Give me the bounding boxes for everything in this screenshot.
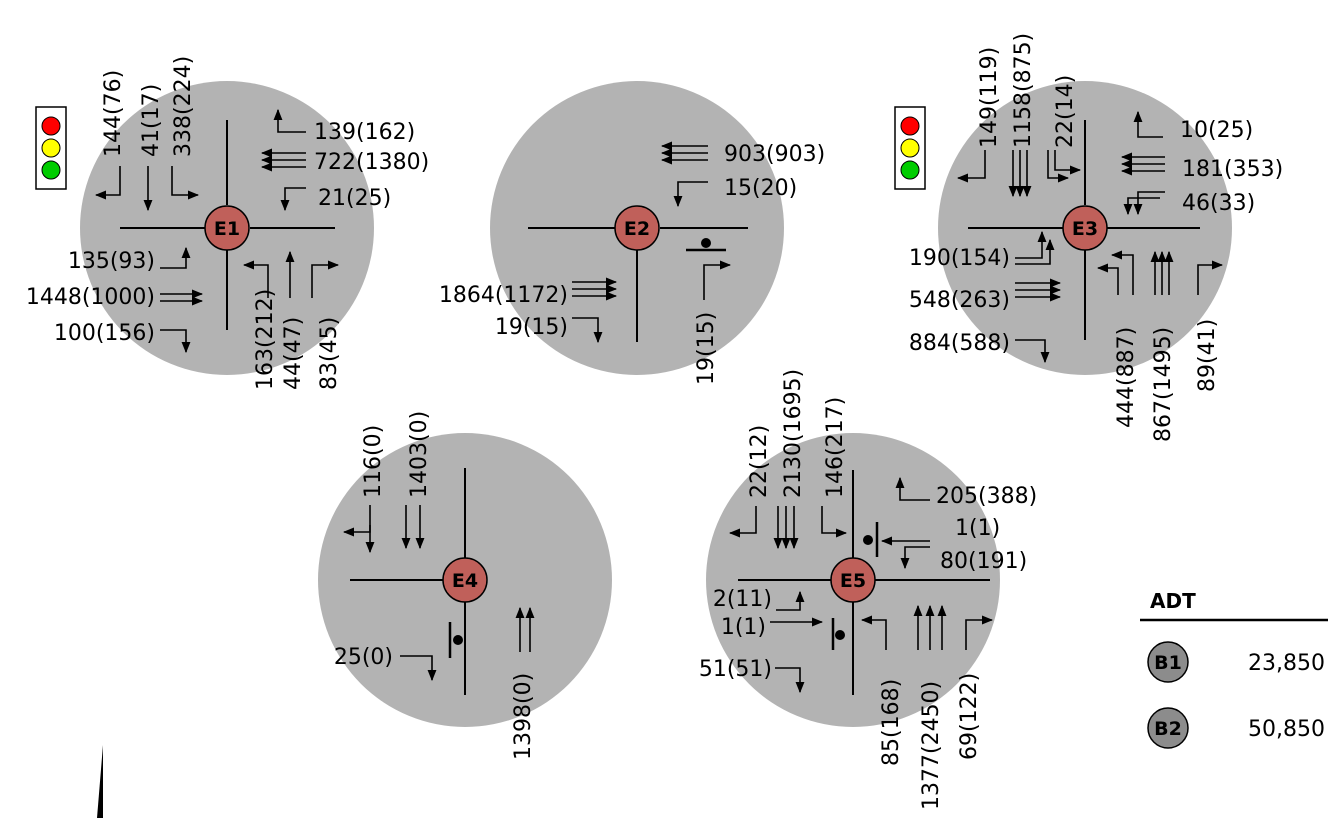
e2-stop-control-icon [686, 238, 726, 252]
e3-wb-right-volume: 46(33) [1182, 191, 1255, 216]
e2-node [614, 205, 660, 251]
e3-nb-right-volume: 89(41) [1195, 319, 1220, 392]
intersection-e1: E1 144(76) 41(17) 338(224) 139(162) 722(… [26, 56, 429, 390]
e4-sb-left-volume: 116(0) [361, 425, 386, 498]
e5-wb-right-volume: 80(191) [940, 549, 1027, 574]
e5-sb-through-volume: 2130(1695) [781, 369, 806, 498]
e1-sb-right-volume: 338(224) [171, 56, 196, 157]
e1-nb-through-volume: 44(47) [281, 317, 306, 390]
e1-node [204, 205, 250, 251]
e2-northbound-arrows-icon [703, 260, 732, 300]
e5-eastbound-arrows-icon [770, 590, 824, 694]
e5-eb-left-volume: 2(11) [713, 587, 772, 612]
adt-node-b2-label: B2 [1154, 718, 1182, 740]
e5-westbound-arrows-icon [880, 476, 930, 570]
e5-sb-left-volume: 22(12) [747, 425, 772, 498]
e3-node [1062, 205, 1108, 251]
e5-node [830, 557, 876, 603]
e5-wb-left-volume: 205(388) [936, 484, 1037, 509]
adt-node-b1-label: B1 [1154, 652, 1182, 674]
e3-sb-through-volume: 1158(875) [1011, 33, 1036, 148]
e2-nb-right-volume: 19(15) [694, 312, 719, 385]
e4-node [442, 557, 488, 603]
e1-traffic-signal-icon [35, 106, 67, 190]
e4-sb-through-volume: 1403(0) [407, 411, 432, 498]
intersection-e2: E2 903(903) 15(20) 1864(1172) 19(15) 19(… [439, 81, 825, 385]
e5-sb-right-volume: 146(217) [823, 397, 848, 498]
e1-westbound-arrows-icon [260, 108, 306, 212]
north-arrow-icon [97, 745, 103, 818]
e3-wb-through-volume: 181(353) [1182, 157, 1283, 182]
e1-nb-left-volume: 163(212) [253, 289, 278, 390]
e5-node-label: E5 [840, 570, 866, 592]
e2-eb-through-volume: 1864(1172) [439, 283, 568, 308]
e2-eastbound-arrows-icon [572, 277, 618, 344]
e1-eb-through-volume: 1448(1000) [26, 285, 155, 310]
e3-traffic-signal-icon [894, 106, 926, 190]
e1-wb-through-volume: 722(1380) [314, 150, 429, 175]
e4-node-label: E4 [452, 570, 478, 592]
e1-eb-left-volume: 135(93) [68, 249, 155, 274]
e1-eastbound-arrows-icon [160, 246, 204, 354]
e3-sb-left-volume: 149(119) [977, 47, 1002, 148]
e5-eb-right-volume: 51(51) [699, 657, 772, 682]
e1-southbound-arrows-icon [94, 166, 200, 212]
e5-nb-through-volume: 1377(2450) [919, 681, 944, 810]
adt-legend: ADT B1 23,850 B2 50,850 [1140, 589, 1328, 749]
intersection-e4: E4 116(0) 1403(0) 25(0) 1398(0) [318, 411, 612, 760]
e4-stop-control-icon [448, 622, 463, 658]
e3-eb-right-volume: 884(588) [909, 331, 1010, 356]
e4-southbound-arrows-icon [342, 505, 425, 554]
e3-northbound-arrows-icon [1096, 250, 1224, 295]
e2-node-label: E2 [624, 218, 650, 240]
e4-nb-through-volume: 1398(0) [511, 673, 536, 760]
intersection-e3: E3 149(119) 1158(875) 22(14) 10(25) [894, 33, 1283, 442]
e2-westbound-arrows-icon [660, 141, 708, 208]
e5-wb-through-volume: 1(1) [955, 516, 1000, 541]
e3-wb-left-volume: 10(25) [1180, 118, 1253, 143]
adt-node-b2 [1147, 707, 1189, 749]
e5-nb-right-volume: 69(122) [957, 673, 982, 760]
e3-eb-through-volume: 548(263) [909, 288, 1010, 313]
e1-node-label: E1 [214, 218, 240, 240]
e3-node-label: E3 [1072, 218, 1098, 240]
e1-sb-through-volume: 41(17) [139, 84, 164, 157]
e4-eb-right-volume: 25(0) [334, 645, 393, 670]
e3-nb-left-volume: 444(887) [1114, 327, 1139, 428]
adt-value-b2: 50,850 [1248, 717, 1325, 742]
e4-eastbound-arrows-icon [400, 655, 437, 682]
intersection-e5: E5 22(12) 2130(1695) 146(217) 205(388) 1… [699, 369, 1037, 810]
e5-eb-through-volume: 1(1) [721, 615, 766, 640]
e1-eb-right-volume: 100(156) [54, 321, 155, 346]
adt-title: ADT [1150, 589, 1196, 613]
e1-nb-right-volume: 83(45) [317, 317, 342, 390]
e4-northbound-arrows-icon [515, 606, 535, 652]
adt-node-b1 [1147, 641, 1189, 683]
e3-nb-through-volume: 867(1495) [1151, 327, 1176, 442]
e3-eastbound-arrows-icon [1015, 230, 1062, 364]
adt-value-b1: 23,850 [1248, 651, 1325, 676]
e3-southbound-arrows-icon [956, 150, 1082, 198]
e5-northbound-arrows-icon [860, 604, 994, 650]
e1-wb-right-volume: 21(25) [318, 186, 391, 211]
e3-eb-left-volume: 190(154) [909, 246, 1010, 271]
e5-stop-control-icon [831, 522, 879, 650]
e1-northbound-arrows-icon [242, 250, 340, 298]
e2-eb-right-volume: 19(15) [495, 315, 568, 340]
e3-sb-right-volume: 22(14) [1053, 75, 1078, 148]
e3-westbound-arrows-icon [1120, 110, 1165, 216]
e1-wb-left-volume: 139(162) [314, 120, 415, 145]
e1-sb-left-volume: 144(76) [101, 70, 126, 157]
e5-southbound-arrows-icon [728, 506, 848, 550]
e2-wb-through-volume: 903(903) [724, 142, 825, 167]
e2-wb-right-volume: 15(20) [724, 176, 797, 201]
e5-nb-left-volume: 85(168) [879, 679, 904, 766]
